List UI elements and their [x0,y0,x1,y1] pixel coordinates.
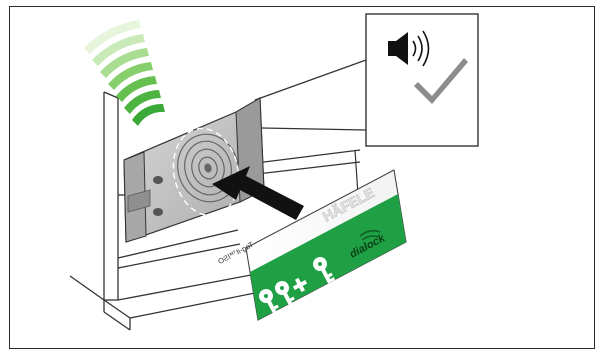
callout-lines [254,59,367,131]
signal-waves-icon [84,20,165,126]
checkmark-icon [414,58,468,104]
cabinet-outline [69,91,331,331]
reading-zone-marker [172,127,240,217]
confirmation-callout [365,13,479,147]
insert-arrow-icon [212,166,304,220]
keys-plus-icon [259,257,336,316]
speaker-icon [388,30,430,67]
antenna-icon [177,133,239,203]
